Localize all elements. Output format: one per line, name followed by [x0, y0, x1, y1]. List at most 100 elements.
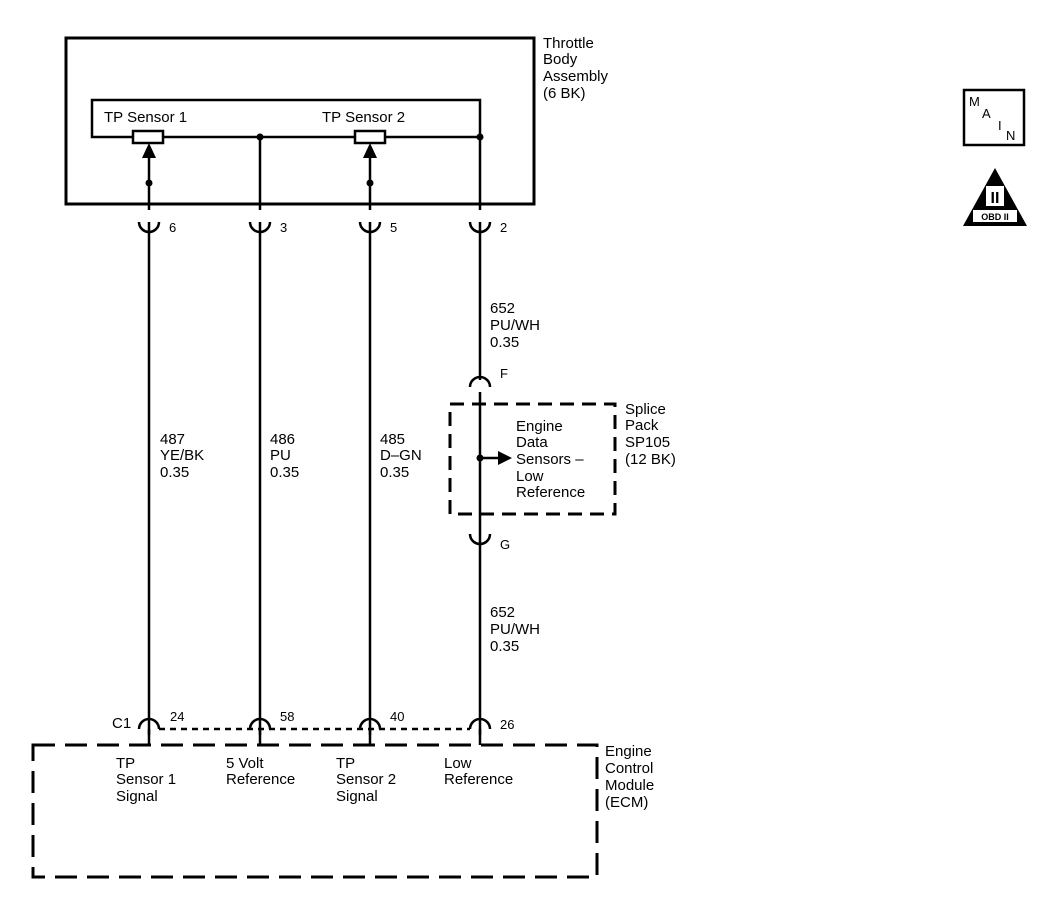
wire-487-label: 487 YE/BK 0.35: [160, 431, 204, 481]
ecm-terminal-1-label: TP Sensor 1 Signal: [116, 755, 176, 805]
wire-486-label: 486 PU 0.35: [270, 431, 299, 481]
splice-junction: [476, 454, 484, 462]
splice-inner-line-2: Data: [516, 434, 548, 451]
wire-652-lower-gauge: 0.35: [490, 638, 519, 655]
ecm-pin-24-terminal: [137, 717, 161, 730]
ecm-terminal-2-label: 5 Volt Reference: [226, 755, 295, 788]
wire-485-gauge: 0.35: [380, 464, 409, 481]
wire-485-label: 485 D–GN 0.35: [380, 431, 422, 481]
ecm-title-line-2: Control: [605, 760, 653, 777]
splice-pack-title: Splice Pack SP105 (12 BK): [625, 401, 676, 468]
ecm-title-line-1: Engine: [605, 743, 652, 760]
tp-sensor-1-junction: [145, 179, 153, 187]
ecm-terminal-2-line-1: 5 Volt: [226, 755, 264, 772]
wire-652-upper-color: PU/WH: [490, 317, 540, 334]
ecm-connector-pins: 24 58 40 26: [137, 709, 514, 732]
wire-487-gauge: 0.35: [160, 464, 189, 481]
pin-5-number: 5: [390, 220, 397, 235]
splice-pin-f-label: F: [500, 366, 508, 381]
ecm-pin-24-number: 24: [170, 709, 184, 724]
pin-2-number: 2: [500, 220, 507, 235]
main-badge-letter-n: N: [1006, 128, 1015, 143]
splice-tap-arrow: [498, 451, 512, 465]
obd-ii-numeral-plate: [986, 186, 1004, 206]
wire-652-upper-gauge: 0.35: [490, 334, 519, 351]
throttle-body-outline: [64, 36, 536, 206]
ecm-pin-40-terminal: [358, 717, 382, 730]
ecm-pin-26-number: 26: [500, 717, 514, 732]
ecm-title-line-4: (ECM): [605, 794, 648, 811]
splice-title-line-2: Pack: [625, 417, 659, 434]
pin-3-number: 3: [280, 220, 287, 235]
ecm-outline: [31, 743, 599, 879]
wire-487-color: YE/BK: [160, 447, 204, 464]
ecm-terminal-4-label: Low Reference: [444, 755, 513, 788]
tp-sensor-2-label: TP Sensor 2: [322, 109, 405, 126]
main-badge-letter-i: I: [998, 118, 1002, 133]
ecm-terminal-4-line-2: Reference: [444, 771, 513, 788]
tp-sensor-bus: [90, 98, 482, 139]
splice-title-line-3: SP105: [625, 434, 670, 451]
ecm-terminal-3-line-3: Signal: [336, 788, 378, 805]
wire-485-color: D–GN: [380, 447, 422, 464]
ecm-terminal-1-line-2: Sensor 1: [116, 771, 176, 788]
wire-486-circuit: 486: [270, 431, 295, 448]
tp-sensor-2-element: [353, 129, 387, 145]
low-ref-bus-junction: [476, 133, 484, 141]
splice-pin-g-label: G: [500, 537, 510, 552]
ecm-terminal-3-line-1: TP: [336, 755, 355, 772]
main-badge-frame: [962, 88, 1026, 147]
obd-ii-label-plate: [973, 210, 1017, 222]
splice-title-line-1: Splice: [625, 401, 666, 418]
wire-486-color: PU: [270, 447, 291, 464]
main-badge-letter-a: A: [982, 106, 991, 121]
throttle-body-title-line-1: Throttle: [543, 35, 594, 52]
wire-652-lower-color: PU/WH: [490, 621, 540, 638]
splice-pin-g-terminal: [468, 533, 492, 546]
splice-title-line-4: (12 BK): [625, 451, 676, 468]
ecm-terminal-3-label: TP Sensor 2 Signal: [336, 755, 396, 805]
ecm-terminal-1-line-3: Signal: [116, 788, 158, 805]
throttle-body-title: Throttle Body Assembly (6 BK): [543, 35, 609, 102]
main-badge-letter-m: M: [969, 94, 980, 109]
ecm-pin-26-terminal: [468, 717, 492, 730]
wire-487-circuit: 487: [160, 431, 185, 448]
ecm-terminal-1-line-1: TP: [116, 755, 135, 772]
wire-652-lower-circuit: 652: [490, 604, 515, 621]
tp-sensor-2-junction: [366, 179, 374, 187]
obd-ii-numeral: II: [991, 190, 1000, 207]
wire-652-upper-circuit: 652: [490, 300, 515, 317]
throttle-body-title-line-2: Body: [543, 51, 578, 68]
wire-652-lower-label: 652 PU/WH 0.35: [490, 604, 540, 655]
throttle-body-title-line-3: Assembly: [543, 68, 609, 85]
splice-pin-f-terminal: [468, 375, 492, 388]
splice-inner-line-5: Reference: [516, 484, 585, 501]
tp-sensor-1-wiper-arrow: [142, 143, 156, 158]
wire-652-upper-label: 652 PU/WH 0.35: [490, 300, 540, 351]
obd-ii-badge-icon: II OBD II: [963, 168, 1027, 226]
ecm-terminal-2-line-2: Reference: [226, 771, 295, 788]
ecm-pin-40-number: 40: [390, 709, 404, 724]
tp-sensor-1-element: [131, 129, 165, 145]
reference-bus-junction: [256, 133, 264, 141]
splice-inner-label: Engine Data Sensors – Low Reference: [516, 418, 585, 501]
splice-inner-line-4: Low: [516, 468, 544, 485]
splice-inner-line-1: Engine: [516, 418, 563, 435]
ecm-terminal-4-line-1: Low: [444, 755, 472, 772]
ecm-terminal-3-line-2: Sensor 2: [336, 771, 396, 788]
splice-inner-line-3: Sensors –: [516, 451, 584, 468]
ecm-connector-label: C1: [112, 715, 131, 732]
tp-sensor-2-wiper-arrow: [363, 143, 377, 158]
main-badge: M A I N: [962, 88, 1026, 147]
wire-485-circuit: 485: [380, 431, 405, 448]
wire-486-gauge: 0.35: [270, 464, 299, 481]
ecm-title: Engine Control Module (ECM): [605, 743, 654, 811]
throttle-body-title-line-4: (6 BK): [543, 85, 586, 102]
pin-6-number: 6: [169, 220, 176, 235]
splice-pack-outline: [448, 402, 617, 516]
ecm-pin-58-terminal: [248, 717, 272, 730]
obd-ii-label: OBD II: [981, 212, 1009, 222]
tp-sensor-1-label: TP Sensor 1: [104, 109, 187, 126]
